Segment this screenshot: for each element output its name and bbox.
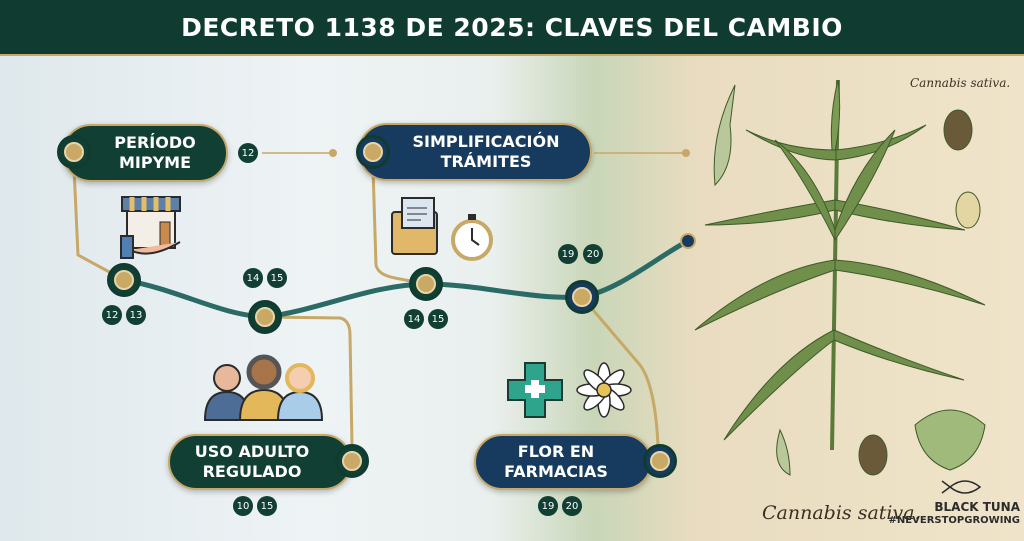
node-marker [335,444,369,478]
node-label: PERÍODO [114,133,196,152]
article-badge: 10 [233,496,253,516]
node-label: USO ADULTO [194,442,310,461]
pharmacy-flower-icon [507,362,632,418]
brand-hashtag: #NEVERSTOPGROWING [888,515,1020,526]
timeline-point [248,300,282,334]
connector-mipyme [72,167,125,282]
page-title: DECRETO 1138 DE 2025: CLAVES DEL CAMBIO [0,0,1024,56]
node-marker [356,135,390,169]
connector-flor [580,296,660,446]
node-label: FLOR EN [517,442,595,461]
node-marker [57,135,91,169]
article-badge: 15 [267,268,287,288]
node-marker [643,444,677,478]
illustration-caption-top: Cannabis sativa. [910,76,1011,90]
node-label: MIPYME [118,153,192,172]
timeline-point [107,263,141,297]
illustration-caption-bottom: Cannabis sativa. [762,502,921,524]
article-badge: 19 [558,244,578,264]
folder-stopwatch-icon [391,197,493,261]
shop-hand-icon [120,196,181,259]
article-badge: 15 [257,496,277,516]
article-badge: 20 [562,496,582,516]
article-badge: 12 [102,305,122,325]
node-label: REGULADO [202,462,302,481]
article-badge: 14 [404,309,424,329]
article-badge: 15 [428,309,448,329]
article-badge: 14 [243,268,263,288]
node-label: TRÁMITES [440,152,532,171]
article-badge: 12 [238,143,258,163]
timeline-point [565,280,599,314]
node-label: FARMACIAS [504,462,608,481]
article-badge: 13 [126,305,146,325]
article-badge: 20 [583,244,603,264]
node-label: SIMPLIFICACIÓN [412,132,560,151]
connector-adult [264,315,354,446]
connector-tramites [371,167,427,286]
timeline-point [409,267,443,301]
brand-name: BLACK TUNA [934,500,1020,514]
people-icon [203,354,324,421]
cannabis-illustration [694,79,986,476]
article-badge: 19 [538,496,558,516]
